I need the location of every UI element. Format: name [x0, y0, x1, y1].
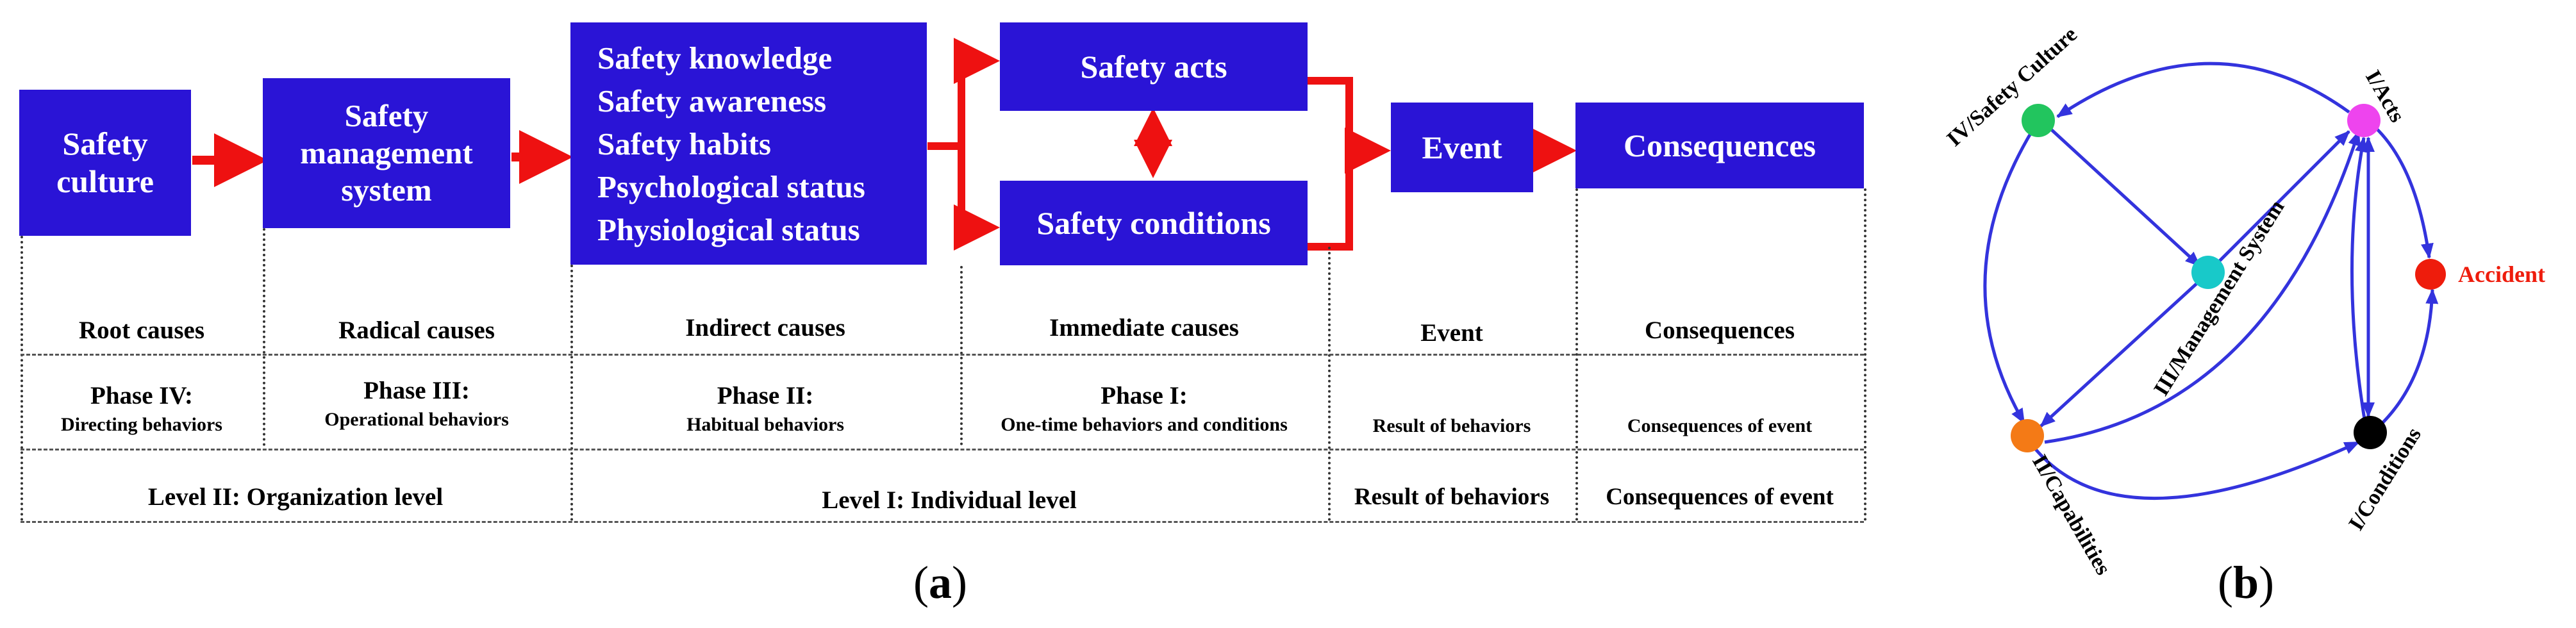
row2-consequences-of-event: Consequences of event — [1575, 404, 1864, 449]
edge-acts-to-culture — [2056, 62, 2350, 119]
node-accident — [2415, 259, 2446, 290]
label-management-system: III/Management System — [2149, 196, 2289, 400]
grid-vline-1 — [263, 228, 265, 446]
grid-vline-3 — [960, 266, 963, 445]
panel-b-label-open: ( — [2218, 557, 2233, 608]
box-safety-culture-line2: culture — [56, 163, 154, 199]
indirect-item-habits: Safety habits — [597, 126, 771, 161]
box-safety-management-system: Safety management system — [263, 78, 510, 228]
box-safety-acts: Safety acts — [1000, 22, 1308, 111]
row2-phase-ii-sub: Habitual behaviors — [686, 413, 844, 435]
panel-b-label-close: ) — [2259, 557, 2275, 608]
box-consequences-label: Consequences — [1623, 127, 1816, 163]
grid-hline-1 — [21, 354, 1864, 356]
indirect-item-awareness: Safety awareness — [597, 83, 827, 119]
row3-individual-level-text: Level I: Individual level — [822, 486, 1077, 514]
row1-radical-causes-text: Radical causes — [338, 316, 495, 344]
row2-phase-iv-title: Phase IV: — [90, 381, 193, 409]
edge-acts-to-accident — [2373, 126, 2434, 259]
box-management-line3: system — [341, 172, 432, 208]
panel-b-label-letter: b — [2232, 557, 2259, 608]
row2-phase-ii: Phase II: Habitual behaviors — [570, 370, 960, 446]
row2-result-of-behaviors: Result of behaviors — [1328, 404, 1575, 449]
edge-conditions-to-acts — [2350, 136, 2368, 424]
panel-a-label-close: ) — [951, 557, 967, 608]
panel-a-label-open: ( — [913, 557, 929, 608]
node-capabilities — [2011, 419, 2044, 452]
row1-root-causes: Root causes — [21, 308, 263, 352]
row1-indirect-causes: Indirect causes — [570, 305, 960, 350]
label-accident: Accident — [2458, 261, 2545, 287]
box-management-line1: Safety — [344, 98, 429, 134]
panel-a-label: (a) — [913, 556, 967, 609]
node-conditions — [2354, 416, 2387, 449]
row3-organization-level-text: Level II: Organization level — [147, 483, 444, 511]
edge-culture-to-management — [2048, 127, 2201, 267]
row2-phase-iii-sub: Operational behaviors — [324, 408, 509, 430]
edge-management-to-acts — [2215, 130, 2350, 265]
box-safety-culture-line1: Safety — [62, 126, 148, 161]
box-indirect-factors: Safety knowledge Safety awareness Safety… — [570, 22, 927, 265]
row2-phase-i: Phase I: One-time behaviors and conditio… — [960, 370, 1328, 446]
panel-a-label-letter: a — [928, 557, 952, 608]
box-event: Event — [1391, 103, 1533, 192]
row3-organization-level: Level II: Organization level — [21, 474, 570, 519]
indirect-item-knowledge: Safety knowledge — [597, 40, 833, 76]
row3-consequences-of-event: Consequences of event — [1575, 474, 1864, 519]
row2-phase-i-sub: One-time behaviors and conditions — [1001, 413, 1288, 435]
grid-hline-2 — [21, 449, 1864, 450]
grid-vline-2 — [570, 265, 573, 521]
box-event-label: Event — [1422, 129, 1502, 165]
indirect-item-physiological: Physiological status — [597, 211, 860, 247]
box-safety-conditions-label: Safety conditions — [1036, 204, 1271, 241]
node-management-system — [2191, 256, 2225, 289]
row1-indirect-causes-text: Indirect causes — [685, 313, 845, 342]
row1-root-causes-text: Root causes — [78, 316, 205, 344]
box-safety-conditions: Safety conditions — [1000, 181, 1308, 265]
row2-result-of-behaviors-text: Result of behaviors — [1372, 415, 1531, 436]
grid-vline-0 — [21, 236, 23, 521]
row3-result-of-behaviors-text: Result of behaviors — [1354, 483, 1550, 510]
row2-phase-iv: Phase IV: Directing behaviors — [21, 370, 263, 446]
edge-capabilities-to-conditions — [2034, 440, 2360, 500]
label-safety-culture: IV/Safety Culture — [1943, 22, 2082, 151]
row2-phase-ii-title: Phase II: — [717, 381, 814, 409]
row1-event-text: Event — [1420, 318, 1483, 347]
row1-consequences-text: Consequences — [1644, 316, 1795, 344]
edge-culture-to-capabilities — [1983, 130, 2034, 424]
edge-capabilities-to-acts — [2044, 130, 2361, 444]
node-acts — [2347, 104, 2381, 137]
grid-vline-4 — [1328, 247, 1331, 521]
row2-phase-iii-title: Phase III: — [363, 376, 470, 404]
edge-conditions-to-accident — [2378, 288, 2439, 427]
edge-management-to-capabilities — [2040, 281, 2200, 427]
row1-event: Event — [1328, 310, 1575, 355]
box-consequences: Consequences — [1575, 103, 1864, 188]
row2-consequences-of-event-text: Consequences of event — [1627, 415, 1813, 436]
box-safety-culture: Safety culture — [19, 90, 191, 236]
row2-phase-i-title: Phase I: — [1101, 381, 1188, 409]
row3-result-of-behaviors: Result of behaviors — [1328, 474, 1575, 519]
row2-phase-iv-sub: Directing behaviors — [61, 413, 222, 435]
grid-hline-3 — [21, 521, 1864, 523]
node-safety-culture — [2022, 104, 2055, 137]
row1-radical-causes: Radical causes — [263, 308, 570, 352]
row1-immediate-causes-text: Immediate causes — [1049, 313, 1239, 342]
indirect-item-psychological: Psychological status — [597, 169, 865, 204]
row3-consequences-of-event-text: Consequences of event — [1606, 483, 1834, 510]
row1-immediate-causes: Immediate causes — [960, 305, 1328, 350]
row3-individual-level: Level I: Individual level — [570, 477, 1328, 522]
row2-phase-iii: Phase III: Operational behaviors — [263, 365, 570, 441]
panel-b-label: (b) — [2218, 556, 2274, 609]
label-capabilities: II/Capabilities — [2027, 451, 2115, 579]
row1-consequences: Consequences — [1575, 308, 1864, 352]
box-safety-acts-label: Safety acts — [1080, 48, 1227, 85]
grid-vline-6 — [1864, 188, 1866, 521]
box-management-line2: management — [300, 135, 473, 171]
